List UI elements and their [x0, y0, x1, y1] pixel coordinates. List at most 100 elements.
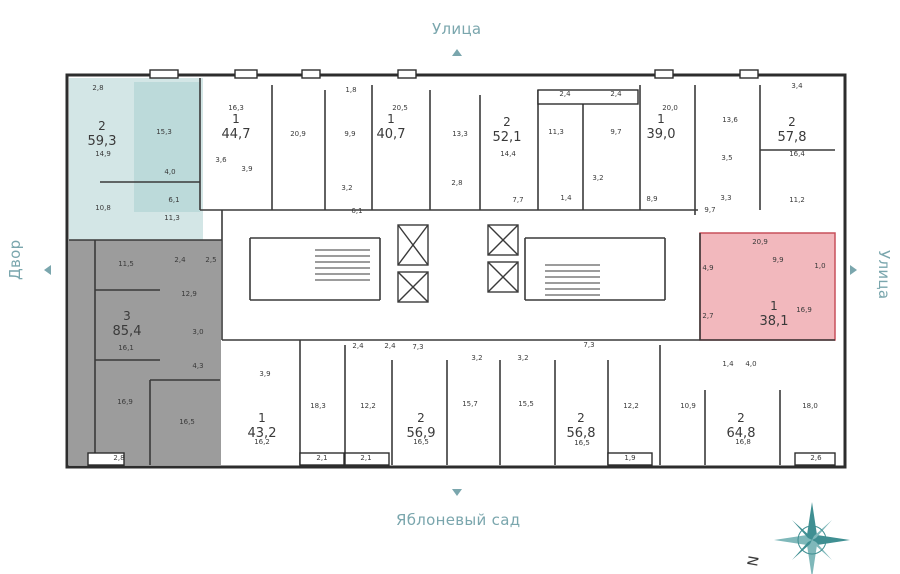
apartment-rooms-label: 2 [503, 115, 511, 129]
street-label-top: Улица [432, 20, 482, 38]
room-area-label: 2,4 [559, 90, 571, 98]
room-area-label: 18,0 [802, 402, 818, 410]
room-area-label: 16,5 [574, 439, 590, 447]
room-area-label: 1,0 [814, 262, 825, 270]
room-area-label: 2,5 [205, 256, 216, 264]
room-area-label: 2,8 [451, 179, 462, 187]
room-area-label: 1,8 [345, 86, 356, 94]
room-area-label: 4,0 [745, 360, 756, 368]
apartment-labels: 259,3144,7140,7252,1139,0257,8385,4138,1… [88, 112, 807, 441]
apartment-area-label: 56,9 [407, 426, 436, 441]
room-area-label: 16,9 [117, 398, 133, 406]
room-highlight-teal [134, 82, 200, 212]
apartment-highlight-pink[interactable] [699, 232, 836, 341]
room-area-label: 15,7 [462, 400, 478, 408]
arrow-right-icon [850, 265, 857, 275]
room-area-label: 3,6 [215, 156, 227, 164]
compass-rose-icon [774, 502, 850, 574]
room-area-label: 20,5 [392, 104, 408, 112]
room-area-label: 13,3 [452, 130, 468, 138]
room-area-label: 11,3 [548, 128, 564, 136]
room-area-label: 6,1 [168, 196, 179, 204]
apartment-rooms-label: 2 [417, 411, 425, 425]
elevator-shafts [397, 224, 519, 303]
room-area-label: 3,2 [341, 184, 352, 192]
room-area-labels: 2,815,314,910,84,06,111,316,320,93,63,91… [92, 82, 825, 462]
room-area-label: 16,8 [735, 438, 751, 446]
room-area-label: 2,6 [810, 454, 822, 462]
room-area-label: 1,4 [722, 360, 734, 368]
room-area-label: 15,3 [156, 128, 172, 136]
room-area-label: 16,2 [254, 438, 270, 446]
apartment-rooms-label: 2 [98, 119, 106, 133]
compass-north-label: N [745, 555, 763, 568]
room-area-label: 20,0 [662, 104, 678, 112]
room-area-label: 2,1 [360, 454, 371, 462]
room-area-label: 2,8 [92, 84, 103, 92]
room-area-label: 10,9 [680, 402, 696, 410]
room-area-label: 16,3 [228, 104, 244, 112]
room-area-label: 1,9 [624, 454, 635, 462]
room-area-label: 2,4 [352, 342, 364, 350]
room-area-label: 9,7 [704, 206, 715, 214]
room-area-label: 9,7 [610, 128, 621, 136]
apartment-area-label: 64,8 [727, 426, 756, 441]
room-area-label: 4,0 [164, 168, 175, 176]
room-area-label: 7,3 [412, 343, 423, 351]
street-label-bottom: Яблоневый сад [396, 511, 521, 529]
room-area-label: 10,8 [95, 204, 111, 212]
room-area-label: 2,7 [702, 312, 713, 320]
apartment-area-label: 43,2 [248, 426, 277, 441]
room-area-label: 8,9 [646, 195, 657, 203]
apartment-area-label: 57,8 [778, 130, 807, 145]
room-area-label: 2,4 [610, 90, 622, 98]
room-area-label: 4,9 [702, 264, 713, 272]
room-area-label: 11,5 [118, 260, 134, 268]
apartment-area-label: 59,3 [88, 134, 117, 149]
room-area-label: 3,5 [721, 154, 732, 162]
room-area-label: 16,4 [789, 150, 805, 158]
apartment-rooms-label: 1 [258, 411, 266, 425]
arrow-up-icon [452, 49, 462, 56]
arrow-down-icon [452, 489, 462, 496]
room-area-label: 11,2 [789, 196, 805, 204]
apartment-rooms-label: 1 [770, 299, 778, 313]
room-area-label: 7,3 [583, 341, 594, 349]
room-area-label: 13,6 [722, 116, 738, 124]
apartment-area-label: 39,0 [647, 127, 676, 142]
apartment-rooms-label: 1 [232, 112, 240, 126]
room-area-label: 16,5 [179, 418, 195, 426]
room-area-label: 14,4 [500, 150, 516, 158]
room-area-label: 18,3 [310, 402, 326, 410]
room-area-label: 3,3 [720, 194, 731, 202]
room-area-label: 14,9 [95, 150, 111, 158]
room-area-label: 6,1 [351, 207, 362, 215]
apartment-highlight-gray[interactable] [69, 240, 221, 465]
room-area-label: 12,2 [360, 402, 376, 410]
room-area-label: 3,2 [517, 354, 528, 362]
room-area-label: 12,2 [623, 402, 639, 410]
apartment-rooms-label: 1 [657, 112, 665, 126]
room-area-label: 3,0 [192, 328, 203, 336]
room-area-label: 2,4 [174, 256, 186, 264]
apartment-area-label: 85,4 [113, 324, 142, 339]
room-area-label: 2,1 [316, 454, 327, 462]
apartment-rooms-label: 3 [123, 309, 131, 323]
room-area-label: 3,9 [241, 165, 252, 173]
room-area-label: 2,4 [384, 342, 396, 350]
apartment-rooms-label: 1 [387, 112, 395, 126]
room-area-label: 7,7 [512, 196, 523, 204]
room-area-label: 20,9 [752, 238, 768, 246]
apartment-area-label: 52,1 [493, 130, 522, 145]
room-area-label: 3,9 [259, 370, 270, 378]
room-area-label: 2,8 [113, 454, 124, 462]
room-area-label: 9,9 [344, 130, 355, 138]
room-area-label: 9,9 [772, 256, 783, 264]
room-area-label: 12,9 [181, 290, 197, 298]
room-area-label: 4,3 [192, 362, 203, 370]
balconies [87, 69, 836, 466]
apartment-rooms-label: 2 [737, 411, 745, 425]
apartment-area-label: 40,7 [377, 127, 406, 142]
apartment-rooms-label: 2 [788, 115, 796, 129]
stairs [315, 249, 600, 296]
